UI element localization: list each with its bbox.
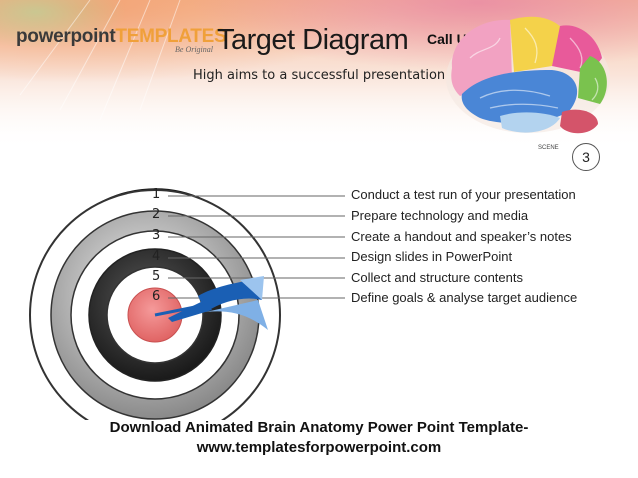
ring-label-4: Design slides in PowerPoint: [351, 249, 513, 264]
logo: powerpointTEMPLATES: [16, 26, 227, 48]
dart-icon: [154, 276, 268, 330]
ring-number-2: 2: [152, 207, 161, 222]
brain-illustration: [446, 16, 610, 134]
slide-title: Target Diagram: [217, 24, 409, 56]
occipital-lobe: [578, 56, 607, 104]
ring-label-6: Define goals & analyse target audience: [351, 290, 578, 305]
footer-link[interactable]: www.templatesforpowerpoint.com: [196, 439, 442, 456]
ring-label-5: Collect and structure contents: [351, 270, 523, 285]
scene-label: SCENE: [538, 145, 559, 151]
ring-label-2: Prepare technology and media: [351, 208, 529, 223]
temporal-lobe: [461, 70, 578, 124]
slide-subtitle: High aims to a successful presentation: [193, 68, 446, 83]
ring-number-3: 3: [152, 228, 161, 243]
target-diagram: [29, 188, 345, 420]
footer-line-1: Download Animated Brain Anatomy Power Po…: [109, 419, 529, 436]
ring-number-5: 5: [152, 269, 161, 284]
scene-number: 3: [572, 143, 600, 171]
ring-label-3: Create a handout and speaker’s notes: [351, 229, 572, 244]
cerebellum: [560, 109, 598, 134]
logo-tagline: Be Original: [175, 45, 213, 54]
logo-part2: TEMPLATES: [115, 26, 227, 47]
logo-part1: powerpoint: [16, 26, 116, 47]
ring-number-6: 6: [152, 289, 161, 304]
brain-stem-area: [500, 112, 560, 133]
ring-label-1: Conduct a test run of your presentation: [351, 187, 576, 202]
ring-number-4: 4: [152, 249, 161, 264]
ring-number-1: 1: [152, 187, 161, 202]
